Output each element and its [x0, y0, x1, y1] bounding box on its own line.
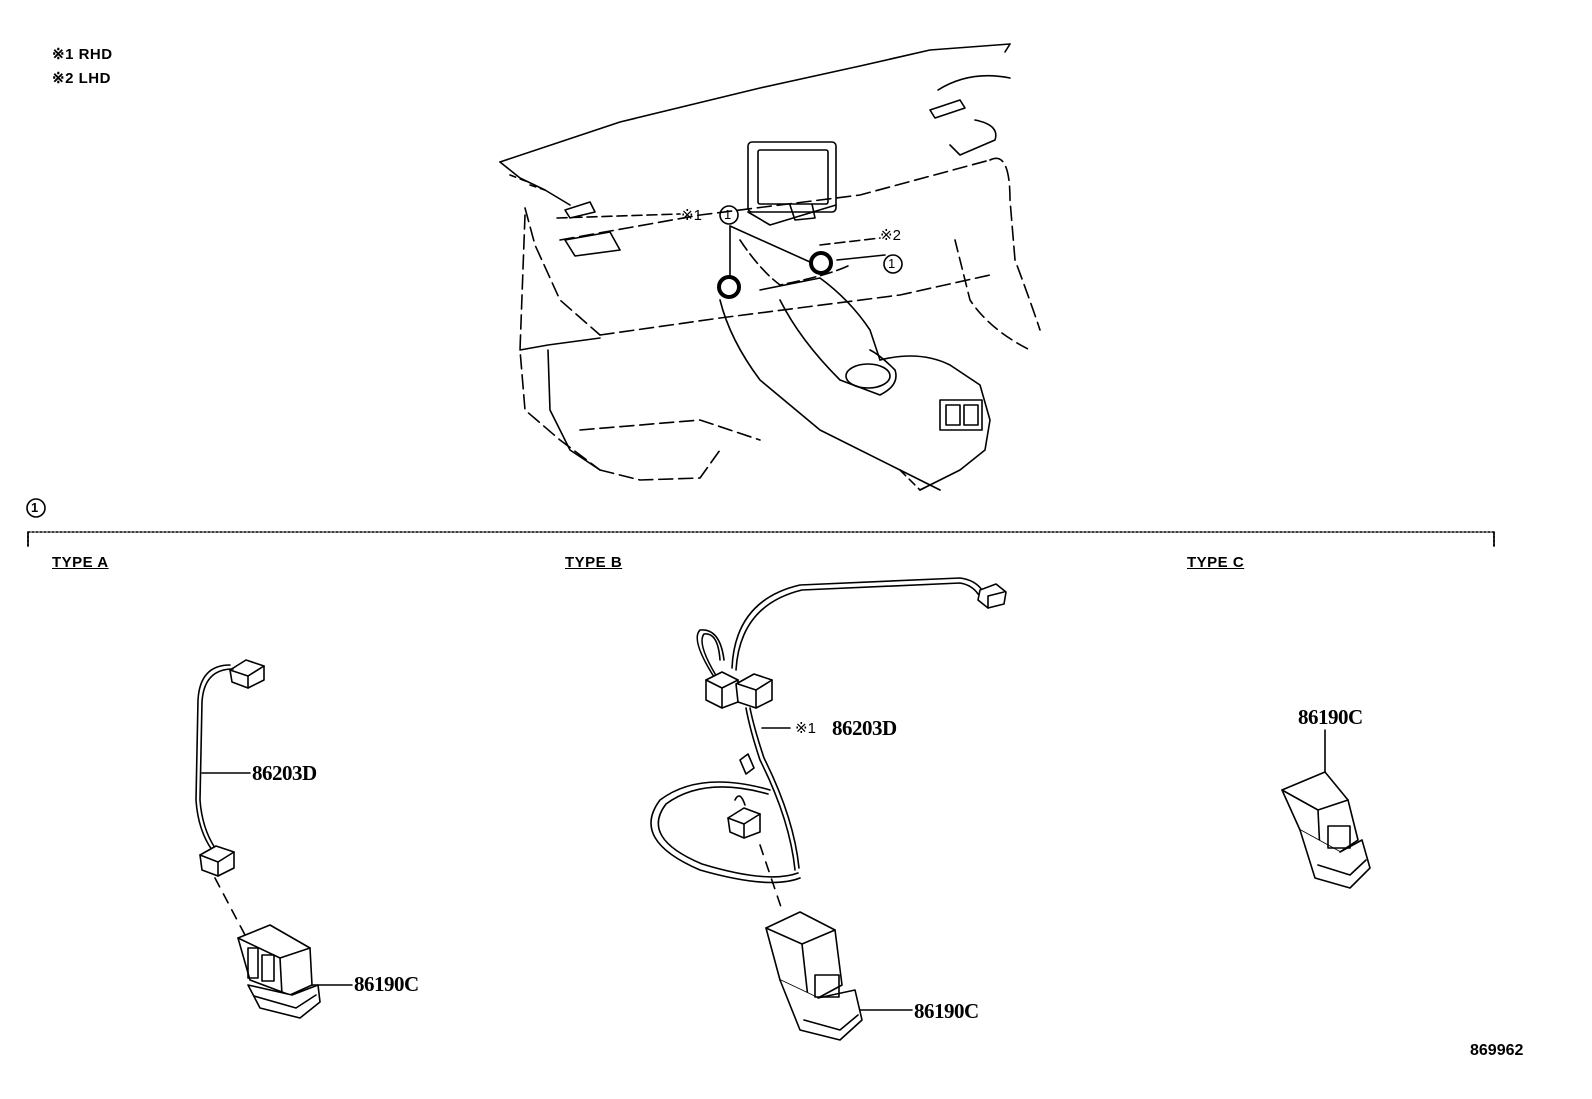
type-b-assembly [650, 577, 1007, 1041]
note-text: LHD [78, 70, 111, 87]
callout-number-rhd: 1 [724, 207, 732, 222]
type-b-title: TYPE B [565, 554, 623, 571]
type-c-usb-part-number: 86190C [1298, 705, 1363, 729]
note-mark: ※1 [52, 46, 74, 63]
callout-circle [883, 254, 903, 274]
type-c-assembly [1281, 729, 1371, 889]
callout-mark-lhd: ※2 [880, 227, 901, 244]
type-a-assembly [195, 659, 353, 1019]
type-c-title: TYPE C [1187, 554, 1245, 571]
type-a-usb-part-number: 86190C [354, 972, 419, 996]
callout-number-lhd: 1 [888, 256, 896, 271]
note-rhd: ※1 RHD [52, 45, 113, 63]
section-bracket [26, 498, 1495, 547]
note-mark: ※2 [52, 70, 74, 87]
section-ref-number: 1 [31, 500, 39, 515]
callout-mark-rhd: ※1 [681, 207, 702, 224]
note-lhd: ※2 LHD [52, 69, 111, 87]
dashboard-illustration [499, 43, 1041, 491]
type-a-wire-part-number: 86203D [252, 761, 317, 785]
note-text: RHD [78, 46, 113, 63]
callout-circle [719, 205, 739, 225]
type-b-usb-part-number: 86190C [914, 999, 979, 1023]
type-b-wire-mark: ※1 [795, 720, 816, 737]
type-a-title: TYPE A [52, 554, 109, 571]
diagram-number: 869962 [1470, 1042, 1524, 1059]
type-b-wire-part-number: 86203D [832, 716, 897, 740]
